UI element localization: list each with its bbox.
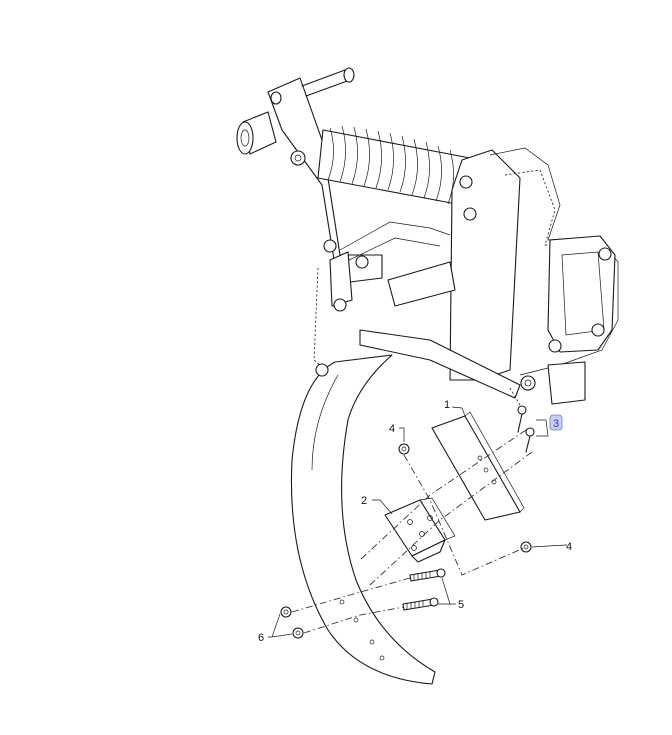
coil-spring bbox=[317, 125, 471, 206]
part-2-bracket bbox=[384, 497, 456, 563]
callout-3[interactable]: 3 bbox=[553, 418, 559, 430]
part-3-bolts bbox=[517, 405, 535, 453]
callout-3-highlight bbox=[549, 414, 563, 431]
leader-lines bbox=[268, 406, 568, 638]
part-5-bolts bbox=[402, 568, 446, 611]
callout-1[interactable]: 1 bbox=[444, 399, 450, 411]
callout-2[interactable]: 2 bbox=[361, 495, 367, 507]
callout-4-lower[interactable]: 4 bbox=[566, 541, 572, 553]
spring-assembly bbox=[236, 67, 619, 405]
part-6-nuts bbox=[280, 606, 304, 639]
tine-shank bbox=[290, 267, 436, 685]
callout-5[interactable]: 5 bbox=[458, 599, 464, 611]
assembly-centerlines bbox=[291, 387, 533, 634]
part-1-shield-plate bbox=[431, 411, 525, 521]
callout-labels: 1 2 3 4 4 5 6 bbox=[258, 399, 572, 644]
callout-4-upper[interactable]: 4 bbox=[389, 423, 395, 435]
callout-6[interactable]: 6 bbox=[258, 632, 264, 644]
